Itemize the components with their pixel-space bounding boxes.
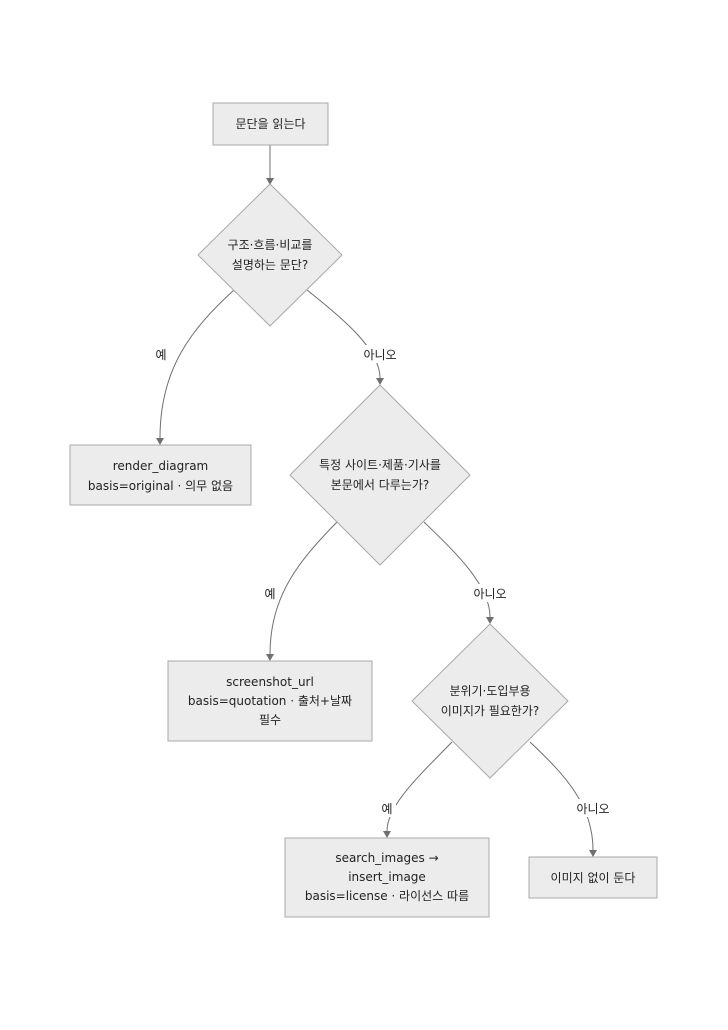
svg-text:insert_image: insert_image (348, 870, 426, 884)
decision-q1: 구조·흐름·비교를 설명하는 문단? (197, 183, 343, 327)
svg-text:basis=license · 라이선스 따름: basis=license · 라이선스 따름 (305, 889, 469, 903)
edge-q2-no (423, 521, 494, 624)
edge-label-q2-no: 아니오 (471, 584, 509, 602)
svg-text:이미지 없이 둔다: 이미지 없이 둔다 (551, 871, 636, 885)
edge-start-q1 (266, 145, 274, 185)
node-no-image: 이미지 없이 둔다 (528, 856, 658, 899)
edge-label-q1-no: 아니오 (361, 345, 399, 363)
svg-text:이미지가 필요한가?: 이미지가 필요한가? (441, 704, 540, 718)
node-render-diagram: render_diagram basis=original · 의무 없음 (69, 444, 252, 506)
svg-text:필수: 필수 (259, 713, 281, 727)
edge-label-q1-yes: 예 (152, 345, 170, 363)
decision-q3: 분위기·도입부용 이미지가 필요한가? (411, 623, 569, 779)
svg-text:basis=original · 의무 없음: basis=original · 의무 없음 (88, 479, 233, 493)
edge-label-q3-no: 아니오 (574, 799, 612, 817)
svg-text:아니오: 아니오 (576, 802, 609, 816)
svg-text:search_images →: search_images → (335, 851, 438, 865)
node-search-images: search_images → insert_image basis=licen… (284, 837, 490, 918)
svg-text:basis=quotation · 출처+날짜: basis=quotation · 출처+날짜 (188, 694, 352, 708)
edge-q3-no (529, 741, 597, 857)
svg-text:screenshot_url: screenshot_url (226, 675, 314, 689)
svg-text:설명하는 문단?: 설명하는 문단? (232, 258, 308, 272)
svg-text:특정 사이트·제품·기사를: 특정 사이트·제품·기사를 (319, 458, 441, 472)
edge-q1-yes (156, 289, 235, 445)
node-start: 문단을 읽는다 (212, 102, 329, 146)
svg-text:예: 예 (264, 587, 275, 601)
svg-text:예: 예 (155, 348, 166, 362)
svg-text:문단을 읽는다: 문단을 읽는다 (235, 117, 305, 131)
edge-q1-no (306, 289, 384, 385)
edge-q3-yes (383, 741, 453, 838)
svg-text:본문에서 다루는가?: 본문에서 다루는가? (331, 478, 430, 492)
edge-label-q3-yes: 예 (378, 799, 396, 817)
svg-text:분위기·도입부용: 분위기·도입부용 (449, 684, 530, 698)
svg-text:render_diagram: render_diagram (113, 459, 209, 473)
svg-text:아니오: 아니오 (473, 587, 506, 601)
decision-q2: 특정 사이트·제품·기사를 본문에서 다루는가? (289, 384, 471, 566)
svg-text:구조·흐름·비교를: 구조·흐름·비교를 (228, 238, 313, 252)
svg-text:아니오: 아니오 (363, 348, 396, 362)
node-screenshot-url: screenshot_url basis=quotation · 출처+날짜 필… (167, 660, 373, 742)
edge-label-q2-yes: 예 (261, 584, 279, 602)
svg-text:예: 예 (381, 802, 392, 816)
edge-q2-yes (266, 521, 338, 661)
